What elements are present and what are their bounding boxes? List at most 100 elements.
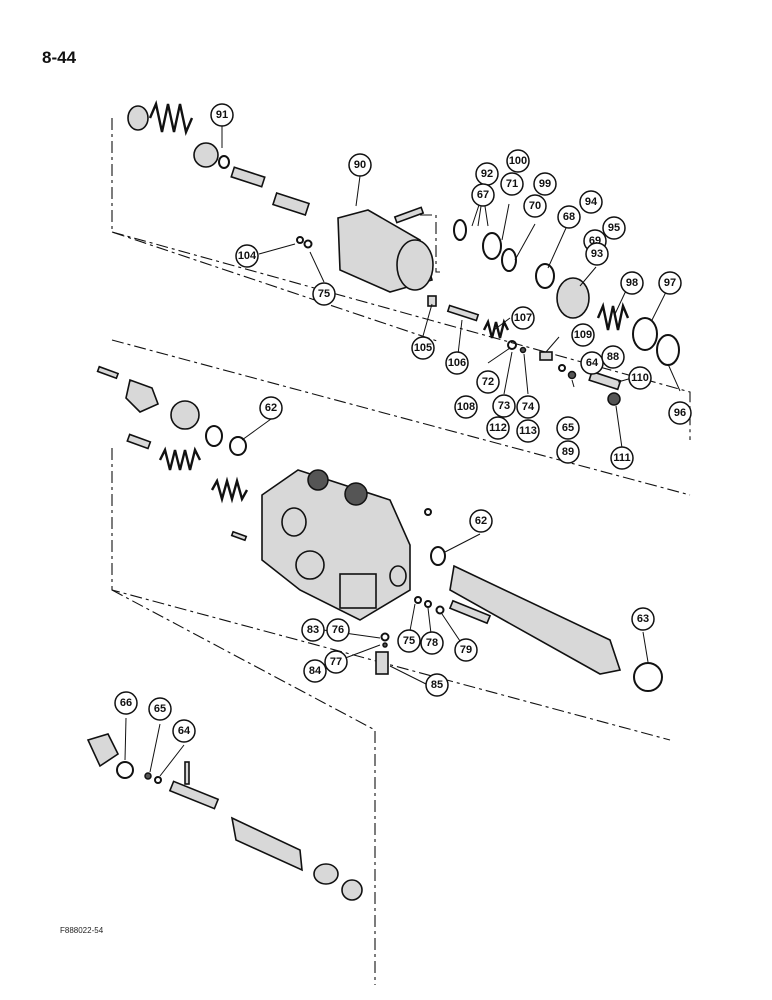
callout: 79 (454, 638, 478, 662)
callout: 95 (602, 216, 626, 240)
svg-text:105: 105 (414, 342, 432, 354)
callout: 85 (425, 673, 449, 697)
callout: 75 (397, 629, 421, 653)
svg-text:75: 75 (403, 635, 415, 647)
svg-text:68: 68 (563, 211, 575, 223)
svg-text:94: 94 (585, 196, 598, 208)
callout: 64 (580, 351, 604, 375)
callout: 96 (668, 401, 692, 425)
callout: 108 (454, 395, 478, 419)
callout: 88 (601, 345, 625, 369)
svg-text:95: 95 (608, 222, 620, 234)
callout: 92 (475, 162, 499, 186)
svg-text:96: 96 (674, 407, 686, 419)
assembly-centerlines (111, 118, 691, 985)
callout: 109 (571, 323, 595, 347)
svg-text:66: 66 (120, 697, 132, 709)
svg-text:112: 112 (489, 422, 507, 434)
callout: 78 (420, 631, 444, 655)
svg-text:110: 110 (631, 372, 649, 384)
svg-text:74: 74 (522, 401, 535, 413)
callout: 63 (631, 607, 655, 631)
top-spring (148, 100, 194, 136)
svg-text:79: 79 (460, 644, 472, 656)
callout: 73 (492, 394, 516, 418)
svg-text:88: 88 (607, 351, 619, 363)
svg-text:70: 70 (529, 200, 541, 212)
callout: 112 (486, 416, 510, 440)
svg-text:73: 73 (498, 400, 510, 412)
svg-text:72: 72 (482, 376, 494, 388)
callout: 68 (557, 205, 581, 229)
svg-text:98: 98 (626, 277, 638, 289)
callout: 111 (610, 446, 634, 470)
svg-text:71: 71 (506, 178, 518, 190)
page-number: 8-44 (42, 48, 77, 67)
callout: 105 (411, 336, 435, 360)
callout: 98 (620, 271, 644, 295)
svg-text:99: 99 (539, 178, 551, 190)
svg-text:77: 77 (330, 656, 342, 668)
svg-text:75: 75 (318, 288, 330, 300)
callout: 62 (469, 509, 493, 533)
svg-text:62: 62 (265, 402, 277, 414)
top-subassembly (127, 100, 680, 406)
svg-text:78: 78 (426, 637, 438, 649)
callout: 75 (312, 282, 336, 306)
svg-text:90: 90 (354, 159, 366, 171)
callout: 65 (556, 416, 580, 440)
callout: 62 (259, 396, 283, 420)
callout: 90 (348, 153, 372, 177)
svg-text:64: 64 (178, 725, 191, 737)
svg-text:106: 106 (448, 357, 466, 369)
svg-text:63: 63 (637, 613, 649, 625)
callout: 76 (326, 618, 350, 642)
callout: 106 (445, 351, 469, 375)
svg-text:111: 111 (613, 452, 630, 464)
svg-text:109: 109 (574, 329, 592, 341)
callout: 113 (516, 419, 540, 443)
callout: 67 (471, 183, 495, 207)
svg-text:83: 83 (307, 624, 319, 636)
callout: 107 (511, 306, 535, 330)
svg-text:76: 76 (332, 624, 344, 636)
svg-text:108: 108 (457, 401, 475, 413)
callout: 99 (533, 172, 557, 196)
svg-text:84: 84 (309, 665, 322, 677)
svg-text:65: 65 (154, 703, 166, 715)
svg-text:67: 67 (477, 189, 489, 201)
callout: 74 (516, 395, 540, 419)
callout: 77 (324, 650, 348, 674)
callouts: 91 90 92 100 67 71 99 70 94 68 69 95 93 … (114, 103, 692, 743)
bottom-subassembly (86, 733, 363, 901)
callout: 71 (500, 172, 524, 196)
callout: 97 (658, 271, 682, 295)
callout: 104 (235, 244, 259, 268)
svg-text:64: 64 (586, 357, 599, 369)
figure-code: F888022-54 (60, 926, 104, 935)
callout: 65 (148, 697, 172, 721)
svg-text:89: 89 (562, 446, 574, 458)
callout: 100 (506, 149, 530, 173)
svg-text:93: 93 (591, 248, 603, 260)
callout: 66 (114, 691, 138, 715)
svg-text:100: 100 (509, 155, 527, 167)
svg-text:65: 65 (562, 422, 574, 434)
callout: 70 (523, 194, 547, 218)
callout: 110 (628, 366, 652, 390)
svg-text:104: 104 (238, 250, 257, 262)
svg-text:107: 107 (514, 312, 532, 324)
svg-text:92: 92 (481, 168, 493, 180)
svg-text:113: 113 (519, 425, 537, 437)
callout: 91 (210, 103, 234, 127)
callout: 83 (301, 618, 325, 642)
callout: 72 (476, 370, 500, 394)
callout: 84 (303, 659, 327, 683)
callout: 89 (556, 440, 580, 464)
leader-lines (124, 126, 681, 777)
middle-subassembly (96, 365, 663, 692)
svg-text:91: 91 (216, 109, 228, 121)
callout: 64 (172, 719, 196, 743)
svg-text:85: 85 (431, 679, 443, 691)
